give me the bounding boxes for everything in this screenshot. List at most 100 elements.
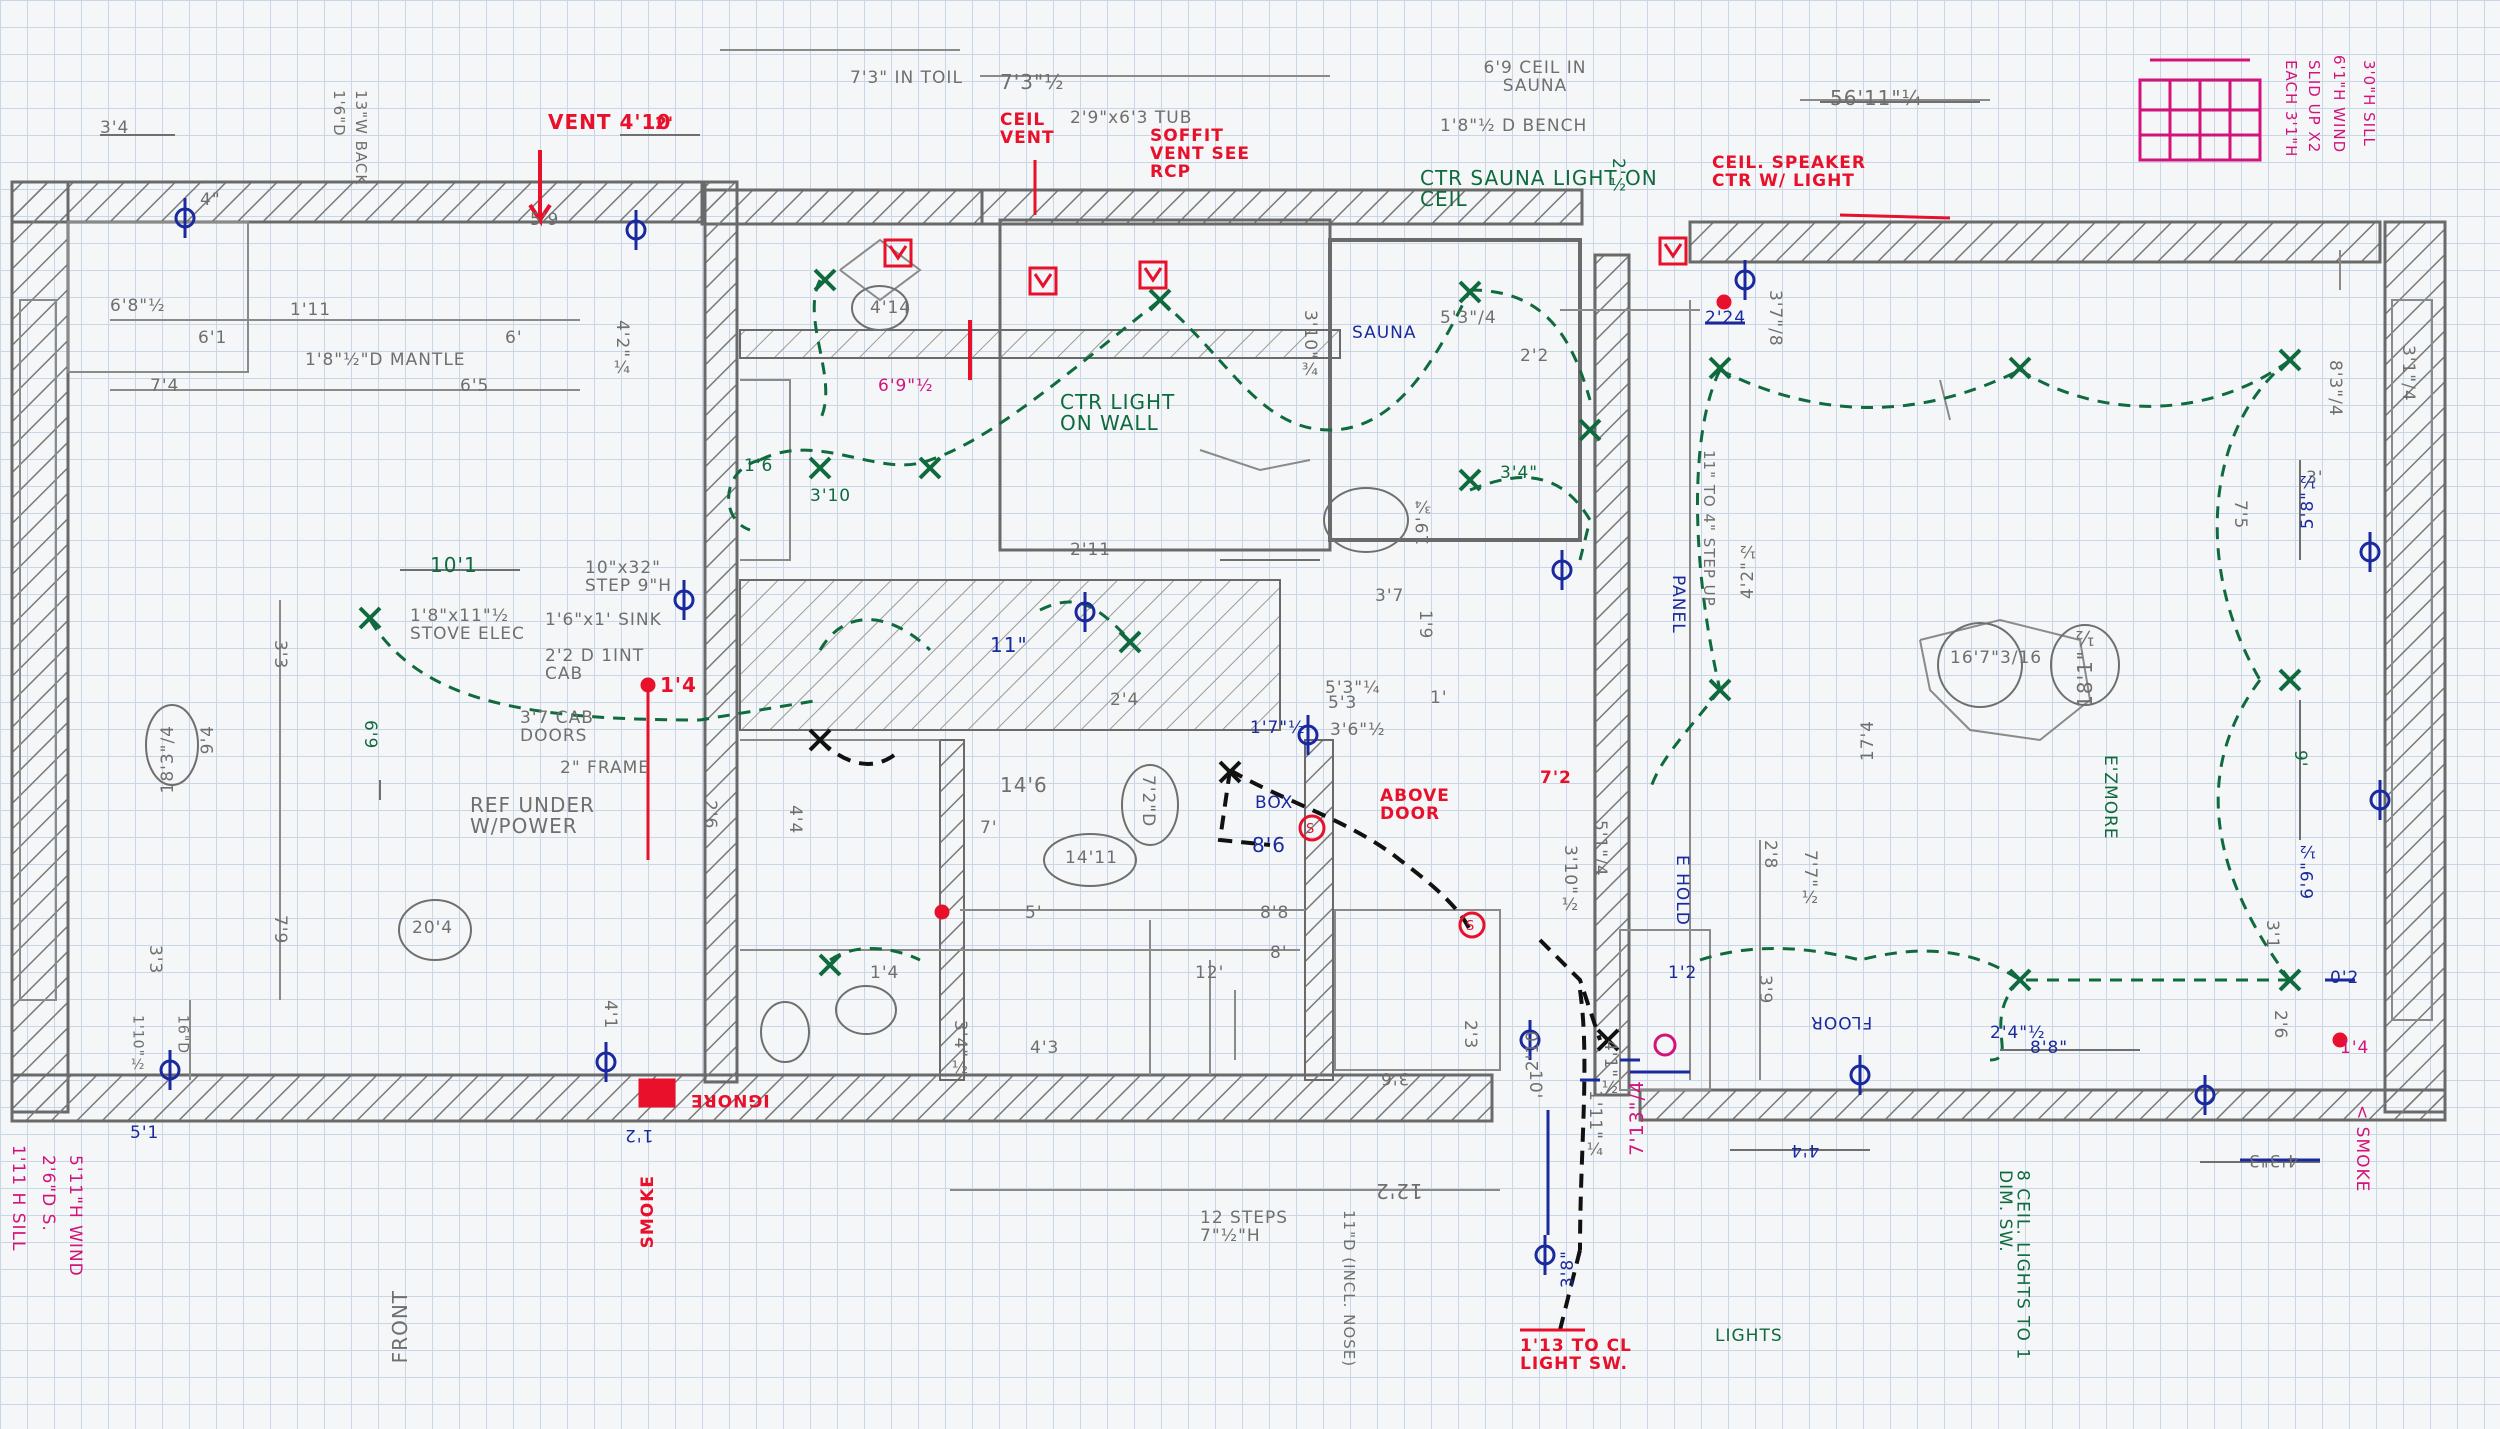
outlet-icon — [1734, 260, 1756, 300]
floor-label: FLOOR — [1810, 1011, 1873, 1032]
steps-depth-label: 11"D (INCL. NOSE) — [1339, 1210, 1358, 1368]
dim-label: 7'5 — [2229, 500, 2250, 530]
smoke-label: < SMOKE — [2351, 1105, 2372, 1193]
dim-label: 20'4 — [412, 918, 454, 938]
ignore-label: IGNORE — [690, 1089, 770, 1110]
dim-label: 1'11"¼ — [1584, 1090, 1605, 1161]
dim-label: 2'11 — [1070, 540, 1112, 560]
dim-label: 5'8"½ — [2298, 470, 2318, 530]
sink-label: 1'6"x1' SINK — [545, 610, 662, 630]
panel-label: PANEL — [1667, 575, 1688, 634]
outlets — [159, 198, 2391, 1275]
dim-label: 5'3"¼ — [1325, 678, 1381, 698]
dim-label: 18'1"½ — [2073, 625, 2097, 708]
dim-label: 12' — [1195, 963, 1225, 983]
wall-bottom-left — [10, 1073, 1494, 1123]
outlet-icon — [1551, 550, 1573, 590]
cabinet-label: 2'2 D 1INT CAB — [545, 646, 645, 684]
switch-circuits — [818, 738, 1602, 1331]
step-up-label: 11" TO 4" STEP UP — [1699, 450, 1718, 607]
light-x-icon — [1458, 468, 1482, 492]
window-sketch — [1653, 58, 2262, 1057]
mantle-label: 1'8"½"D MANTLE — [305, 350, 466, 370]
lighting-note-label: 8 CEIL. LIGHTS TO 1 DIM. SW. — [1994, 1170, 2033, 1361]
dim-label: 2'6 — [2269, 1010, 2290, 1040]
wall-right — [2383, 220, 2447, 1114]
window-height-label: 6'1"H WIND — [2329, 55, 2348, 154]
dim-label: 2'4 — [1110, 690, 1140, 710]
dim-label: 1'11 — [290, 300, 332, 320]
dim-label: 1'2 — [1668, 963, 1698, 983]
dim-label: 8'8" — [2030, 1038, 2069, 1058]
dim-label: 10'1 — [430, 553, 478, 577]
dim-label: 4" — [200, 190, 221, 210]
dim-label: 7'13"/4 — [1626, 1080, 1648, 1156]
dim-label: 2'4"½ — [1990, 1023, 2046, 1043]
outlet-icon — [2359, 532, 2381, 572]
dimension-lines — [100, 101, 2320, 1163]
dim-label: 1' — [1430, 688, 1448, 708]
dim-label: 3'1"/4 — [2397, 345, 2418, 402]
depth-left-label: 2'6"D S. — [37, 1155, 58, 1232]
dim-label: 0'2 — [2330, 968, 2360, 988]
dim-label: 1'4 — [660, 673, 697, 697]
light-x-icon — [358, 606, 382, 630]
dim-label: 7'7"½ — [1799, 850, 1820, 910]
dim-label: 5'9 — [530, 210, 560, 230]
light-x-icon — [813, 268, 837, 292]
dim-label: 16"D — [174, 1015, 191, 1055]
dim-label: 2'2 — [1520, 346, 1550, 366]
dim-label: 1'4 — [870, 963, 900, 983]
light-x-icon — [1708, 678, 1732, 702]
dim-label: 4'2"¼ — [611, 320, 632, 380]
dim-label: 4'4 — [784, 805, 805, 835]
light-x-icon — [1578, 418, 1602, 442]
smoke-detector-icon: S — [1298, 814, 1326, 842]
dim-label: 3' — [2306, 468, 2324, 488]
total-width-label: 56'11"¼ — [1830, 86, 1922, 110]
dim-label: 2'3 — [1459, 1020, 1480, 1050]
dim-label: 4'1 — [599, 1000, 620, 1030]
dim-label: 8' — [1270, 943, 1288, 963]
sauna-label: SAUNA — [1352, 323, 1417, 343]
light-x-icon — [818, 953, 842, 977]
dim-label: 3'10"¾ — [1299, 310, 1320, 381]
dim-label: 3'6"½ — [1330, 720, 1386, 740]
frame-label: 2" FRAME — [560, 758, 650, 778]
outlet-icon — [2194, 1075, 2216, 1115]
outlet-icon — [1534, 1235, 1556, 1275]
vent-icon — [883, 238, 913, 268]
dim-label: 6'9"½ — [878, 376, 934, 396]
outlet-icon — [1297, 715, 1319, 755]
dim-label: 3'6 — [1380, 1067, 1410, 1088]
smoke-detector-icon: S — [1458, 911, 1486, 939]
dim-label: 3'8" — [1558, 1250, 1578, 1289]
wall-entry — [1619, 929, 1711, 1091]
dim-label: 7'3"½ — [1000, 70, 1065, 94]
dim-label: 8'3"/4 — [2324, 360, 2345, 417]
exterior-walls — [10, 180, 2447, 1123]
dim-label: 2' — [655, 114, 675, 134]
dim-label: 7' — [980, 818, 998, 838]
dim-label: 7'9 — [269, 915, 290, 945]
dim-label: 10' — [1524, 1070, 1545, 1100]
sauna-ceiling-label: 6'9 CEIL IN SAUNA — [1483, 58, 1587, 96]
dim-label: 4'2"½ — [1738, 540, 1758, 600]
dim-label: 7'2 — [1540, 768, 1572, 788]
box-label: BOX — [1255, 793, 1294, 813]
dim-label: 6'8"½ — [110, 296, 166, 316]
wall-right-window — [2391, 299, 2433, 1021]
wall-top-center — [980, 188, 1584, 226]
outlet-icon — [1074, 592, 1096, 632]
ignore-box-icon — [638, 1078, 676, 1108]
dim-label: 1'6 — [744, 456, 774, 476]
dim-label: 1'4 — [2340, 1038, 2370, 1058]
speaker-label: CEIL. SPEAKER CTR W/ LIGHT — [1712, 153, 1866, 191]
outlet-icon — [673, 580, 695, 620]
bench-label: 1'8"½ D BENCH — [1440, 116, 1588, 136]
dim-label: 6'5 — [460, 376, 490, 396]
light-fixtures — [358, 268, 2302, 992]
outlet-icon — [174, 198, 196, 238]
wall-sauna — [1328, 238, 1582, 542]
fridge-label: REF UNDER W/POWER — [470, 793, 595, 838]
